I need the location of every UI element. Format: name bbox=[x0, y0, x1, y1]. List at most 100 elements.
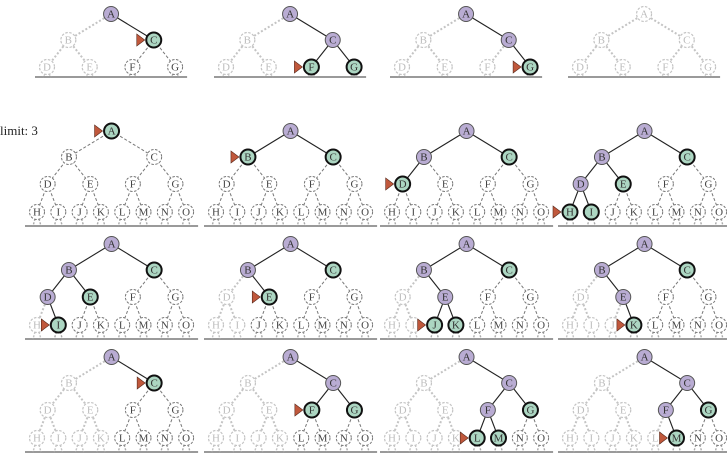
tree-edge bbox=[68, 243, 112, 271]
node-circle bbox=[239, 148, 257, 166]
node-circle bbox=[178, 317, 195, 333]
node-circle bbox=[593, 149, 610, 165]
tree-node-g: G bbox=[700, 289, 717, 305]
tree-node-f: F bbox=[124, 59, 141, 75]
tree-node-a: A bbox=[458, 123, 475, 139]
tree-node-a: A bbox=[635, 5, 653, 23]
tree-node-d: D bbox=[571, 58, 589, 76]
node-label: H bbox=[212, 320, 220, 332]
node-circle bbox=[156, 204, 173, 220]
node-label: M bbox=[494, 433, 504, 445]
node-label: G bbox=[350, 292, 358, 304]
child-stub-edge bbox=[166, 331, 170, 340]
node-circle bbox=[60, 31, 77, 49]
child-stub-edge bbox=[281, 444, 285, 453]
current-node-marker-icon bbox=[40, 318, 50, 332]
node-label: D bbox=[43, 62, 51, 74]
node-circle bbox=[614, 58, 631, 76]
node-label: C bbox=[150, 35, 157, 47]
node-circle bbox=[468, 429, 486, 447]
tree-node-a: A bbox=[282, 6, 299, 22]
tree-node-n: N bbox=[689, 317, 706, 333]
child-stub-edge bbox=[59, 444, 63, 453]
tree-node-c: C bbox=[500, 32, 517, 48]
node-circle bbox=[71, 429, 88, 447]
current-node-marker-icon bbox=[294, 60, 303, 74]
tree-node-d: D bbox=[218, 288, 235, 306]
child-stub-edge bbox=[472, 218, 476, 227]
tree-node-c: C bbox=[678, 31, 695, 49]
child-stub-edge bbox=[32, 218, 36, 227]
child-stub-edge bbox=[699, 331, 703, 340]
node-label: J bbox=[256, 433, 261, 445]
tree-node-b: B bbox=[593, 149, 610, 165]
child-stub-edge bbox=[586, 331, 590, 340]
child-stub-edge bbox=[74, 331, 79, 340]
tree-node-g: G bbox=[167, 289, 184, 305]
node-label: O bbox=[182, 433, 190, 445]
child-stub-edge bbox=[259, 444, 264, 453]
tree-node-g: G bbox=[346, 176, 363, 192]
tree-edge bbox=[643, 13, 688, 41]
child-stub-edge bbox=[542, 331, 546, 340]
node-circle bbox=[303, 401, 321, 419]
node-label: C bbox=[329, 265, 336, 277]
node-label: A bbox=[641, 352, 649, 364]
node-label: L bbox=[298, 433, 305, 445]
node-label: K bbox=[276, 433, 284, 445]
child-stub-edge bbox=[317, 444, 322, 453]
node-label: L bbox=[119, 433, 126, 445]
tree-node-f: F bbox=[303, 289, 320, 305]
node-label: C bbox=[505, 35, 512, 47]
tree-edge bbox=[600, 13, 645, 41]
node-label: K bbox=[97, 320, 105, 332]
node-label: E bbox=[442, 179, 449, 191]
child-stub-edge bbox=[339, 444, 343, 453]
tree-node-c: C bbox=[145, 31, 163, 49]
node-circle bbox=[572, 288, 589, 306]
child-stub-edge bbox=[80, 444, 85, 453]
child-stub-edge bbox=[451, 444, 455, 453]
child-stub-edge bbox=[720, 444, 724, 453]
node-circle bbox=[500, 261, 518, 279]
tree-node-k: K bbox=[92, 429, 110, 447]
node-label: C bbox=[150, 378, 157, 390]
node-circle bbox=[282, 236, 299, 252]
tree-node-a: A bbox=[636, 123, 653, 139]
node-label: N bbox=[161, 320, 169, 332]
node-circle bbox=[178, 430, 195, 446]
tree-node-k: K bbox=[92, 204, 109, 220]
node-label: G bbox=[171, 405, 179, 417]
tree-edge bbox=[601, 356, 646, 384]
tree-node-a: A bbox=[636, 236, 653, 252]
tree-node-j: J bbox=[71, 317, 88, 333]
node-circle bbox=[39, 401, 56, 419]
node-circle bbox=[261, 401, 278, 419]
child-stub-edge bbox=[429, 444, 434, 453]
node-label: B bbox=[598, 378, 605, 390]
node-circle bbox=[167, 59, 184, 75]
tree-node-k: K bbox=[271, 429, 288, 447]
node-circle bbox=[533, 204, 550, 220]
node-label: A bbox=[108, 239, 116, 251]
node-circle bbox=[28, 429, 46, 447]
node-circle bbox=[50, 204, 67, 220]
node-label: M bbox=[494, 207, 504, 219]
node-label: L bbox=[474, 320, 481, 332]
node-label: A bbox=[286, 9, 294, 21]
tree-node-n: N bbox=[335, 317, 352, 333]
tree-node-n: N bbox=[511, 430, 528, 446]
child-stub-edge bbox=[499, 218, 504, 227]
node-label: E bbox=[266, 292, 273, 304]
tree-node-b: B bbox=[60, 374, 78, 392]
node-circle bbox=[572, 401, 589, 419]
child-stub-edge bbox=[521, 331, 525, 340]
node-circle bbox=[657, 289, 674, 305]
tree-node-e: E bbox=[82, 401, 99, 419]
node-circle bbox=[207, 316, 225, 334]
node-label: E bbox=[619, 62, 626, 74]
